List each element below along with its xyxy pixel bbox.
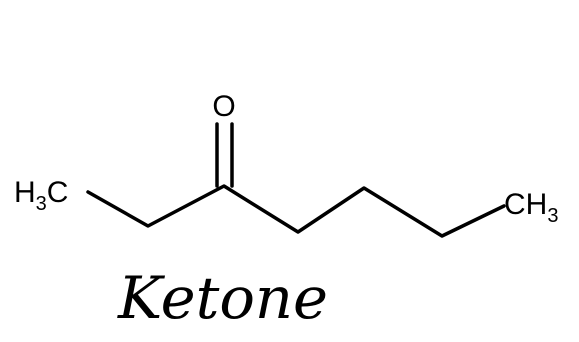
left-methyl-c: C <box>47 176 69 209</box>
oxygen-atom-label: O <box>212 90 235 123</box>
handwritten-caption: Ketone <box>117 264 328 332</box>
left-methyl-subscript: 3 <box>36 193 47 215</box>
carbon-chain-bonds <box>86 184 506 238</box>
right-methyl-ch: CH <box>504 188 547 221</box>
right-methyl-label: CH3 <box>504 188 558 227</box>
left-methyl-label: H3C <box>14 176 68 215</box>
left-methyl-h: H <box>14 176 36 209</box>
right-methyl-subscript: 3 <box>547 205 558 227</box>
